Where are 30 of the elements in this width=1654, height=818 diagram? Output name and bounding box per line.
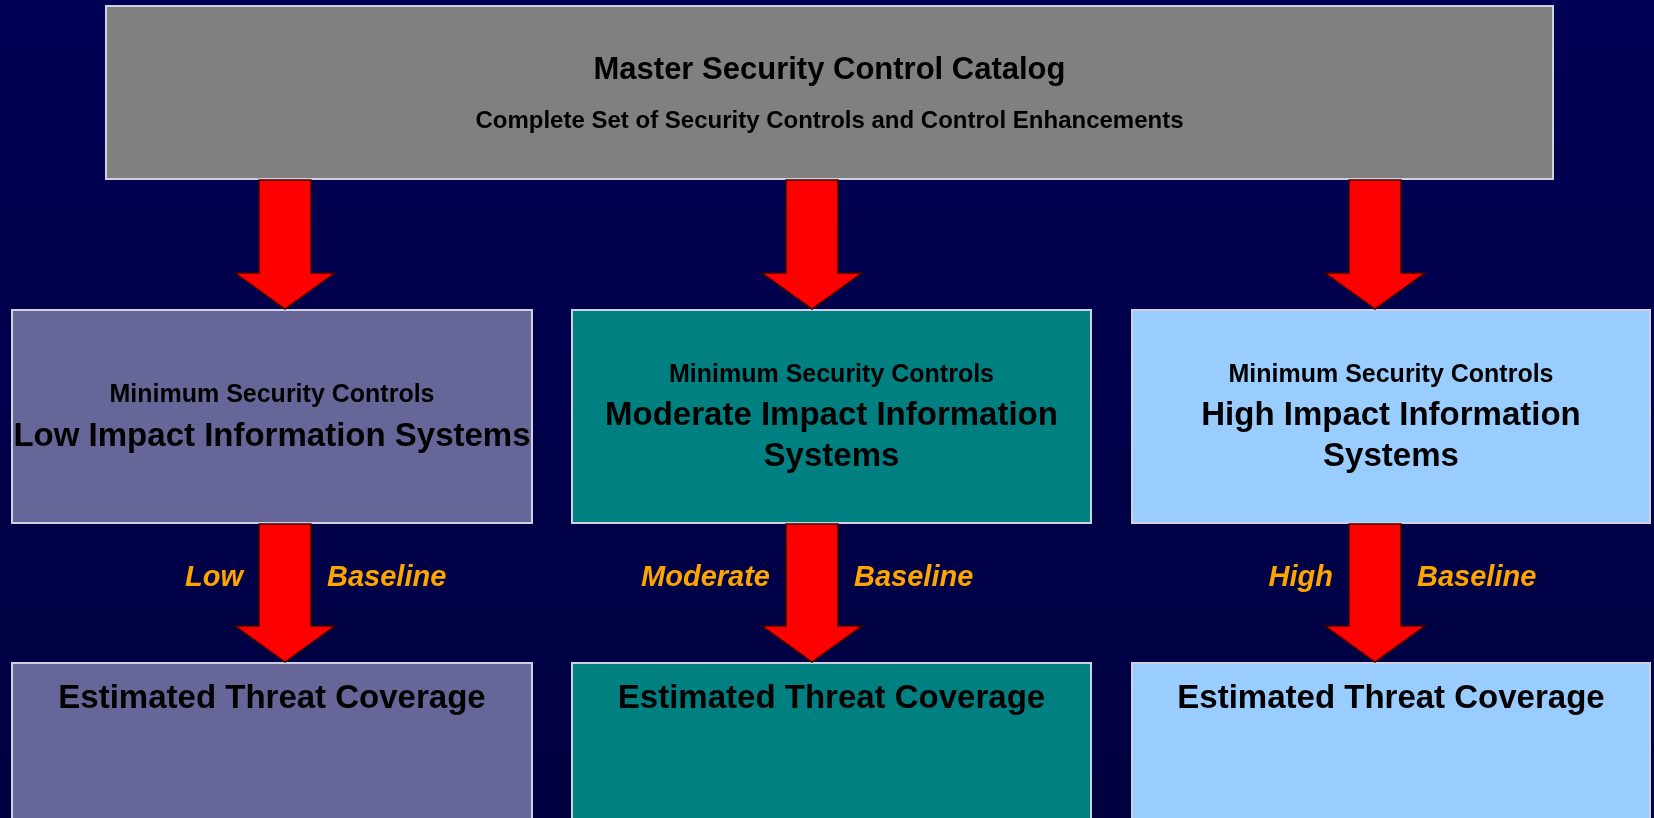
baseline-label: Baseline	[854, 562, 974, 591]
process-box	[105, 5, 1554, 180]
block-arrow	[759, 523, 865, 663]
box-label: Estimated Threat Coverage	[1177, 677, 1605, 717]
box-label: Moderate Impact Information Systems	[604, 393, 1059, 476]
block-arrow	[1322, 179, 1428, 310]
box-subtitle: Complete Set of Security Controls and Control Enhancements	[475, 104, 1184, 135]
box-heading: Minimum Security Controls	[109, 378, 435, 410]
baseline-label: Baseline	[1417, 562, 1537, 591]
box-label: Low Impact Information Systems	[13, 414, 531, 455]
box-label: High Impact Information Systems	[1200, 393, 1582, 476]
baseline-label: Baseline	[327, 562, 447, 591]
block-arrow	[232, 523, 338, 663]
baseline-label: Low	[185, 562, 243, 591]
baseline-label: Moderate	[641, 562, 770, 591]
box-label: Estimated Threat Coverage	[58, 677, 486, 717]
process-box	[1131, 662, 1651, 818]
block-arrow	[232, 179, 338, 310]
block-arrow	[1322, 523, 1428, 663]
box-title: Master Security Control Catalog	[593, 50, 1066, 89]
process-box	[571, 309, 1092, 524]
process-box	[11, 662, 533, 818]
box-heading: Minimum Security Controls	[668, 357, 994, 389]
box-label: Estimated Threat Coverage	[617, 677, 1046, 717]
baseline-label: High	[1268, 562, 1333, 591]
process-box	[1131, 309, 1651, 524]
process-box	[571, 662, 1092, 818]
process-box	[11, 309, 533, 524]
box-heading: Minimum Security Controls	[1228, 357, 1554, 389]
block-arrow	[759, 179, 865, 310]
